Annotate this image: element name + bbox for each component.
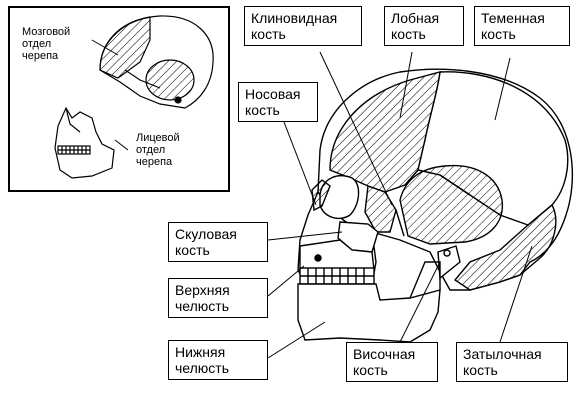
nasal-bone-shape bbox=[311, 179, 331, 212]
label-facial-part: Лицевой отдел черепа bbox=[136, 132, 180, 168]
inset-frame bbox=[8, 6, 230, 192]
parietal-bone-shape bbox=[417, 71, 569, 226]
inset-frontal-hatched bbox=[99, 16, 151, 79]
inset-temporal-hatched bbox=[145, 59, 195, 101]
label-cranial-part: Мозговой отдел черепа bbox=[22, 26, 71, 62]
mandible-shape bbox=[297, 283, 441, 343]
inset-skull bbox=[54, 15, 214, 179]
pointer-lines bbox=[267, 51, 533, 359]
occipital-bone-shape bbox=[453, 203, 557, 291]
main-skull bbox=[297, 68, 574, 343]
temporal-bone-shape bbox=[399, 164, 504, 245]
